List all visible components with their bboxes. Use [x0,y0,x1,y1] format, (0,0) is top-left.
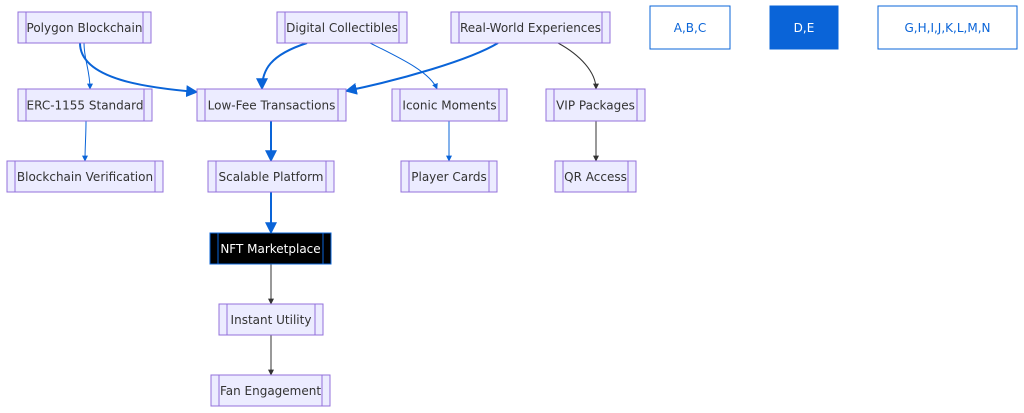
node-box [400,160,498,193]
node-instant[interactable]: Instant Utility [218,303,324,336]
node-box [545,88,646,122]
node-label: Player Cards [411,170,486,184]
legend-label: G,H,I,J,K,L,M,N [905,21,991,35]
node-box [6,160,164,193]
legend-item[interactable]: G,H,I,J,K,L,M,N [877,5,1018,50]
legend-box [769,5,839,50]
node-label: Real-World Experiences [460,21,601,35]
node-box [218,303,324,336]
legend-label: D,E [794,21,815,35]
node-digital[interactable]: Digital Collectibles [276,11,408,44]
node-erc[interactable]: ERC-1155 Standard [17,88,153,122]
node-label: Polygon Blockchain [27,21,143,35]
node-realworld[interactable]: Real-World Experiences [450,11,611,44]
legend-box [649,5,731,50]
node-label: Low-Fee Transactions [208,99,336,113]
node-box [276,11,408,44]
node-nft[interactable]: NFT Marketplace [209,232,332,265]
node-verification[interactable]: Blockchain Verification [6,160,164,193]
legend: A,B,C D,E G,H,I,J,K,L,M,N [649,5,1018,50]
node-label: Blockchain Verification [17,170,153,184]
edge-digital-to-lowfee [256,42,308,91]
node-player[interactable]: Player Cards [400,160,498,193]
legend-item[interactable]: A,B,C [649,5,731,50]
node-box [17,88,153,122]
node-label: Scalable Platform [218,170,323,184]
edge-polygon-to-lowfee [79,42,199,98]
legend-item[interactable]: D,E [769,5,839,50]
node-box [554,160,637,193]
node-label: Instant Utility [231,313,312,327]
edge-digital-to-iconic [369,42,438,90]
node-lowfee[interactable]: Low-Fee Transactions [196,88,347,122]
node-label: NFT Marketplace [220,242,320,256]
edge-polygon-to-erc [83,42,93,90]
edges-layer [79,42,599,376]
node-vip[interactable]: VIP Packages [545,88,646,122]
node-qr[interactable]: QR Access [554,160,637,193]
node-box [17,11,152,44]
node-label: ERC-1155 Standard [27,99,144,113]
legend-label: A,B,C [674,21,706,35]
node-box [209,232,332,265]
node-label: Fan Engagement [220,384,321,398]
node-box [210,374,331,407]
node-box [207,160,335,193]
node-label: VIP Packages [556,99,635,113]
edge-erc-to-verification [82,120,89,162]
node-label: Digital Collectibles [286,21,398,35]
node-fan[interactable]: Fan Engagement [210,374,331,407]
node-iconic[interactable]: Iconic Moments [391,88,508,122]
node-box [450,11,611,44]
node-polygon[interactable]: Polygon Blockchain [17,11,152,44]
edge-realworld-to-vip [557,42,599,90]
node-scalable[interactable]: Scalable Platform [207,160,335,193]
node-label: QR Access [564,170,627,184]
node-label: Iconic Moments [402,99,496,113]
legend-box [877,5,1018,50]
node-box [196,88,347,122]
edge-realworld-to-lowfee [344,42,499,95]
node-box [391,88,508,122]
nodes-layer: Polygon Blockchain Digital Collectibles Re… [6,11,646,407]
